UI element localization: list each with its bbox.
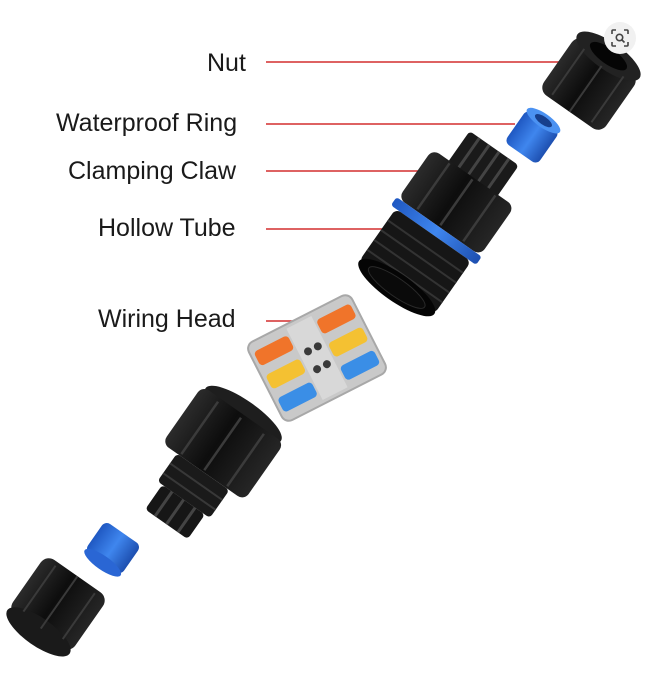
label-wiring-head: Wiring Head bbox=[98, 305, 236, 333]
label-waterproof-ring: Waterproof Ring bbox=[56, 109, 238, 137]
lower-nut-part bbox=[6, 558, 105, 657]
waterproof-ring-part bbox=[506, 107, 561, 163]
lower-waterproof-ring-part bbox=[84, 522, 139, 577]
label-clamping-claw: Clamping Claw bbox=[68, 157, 237, 185]
hollow-tube-part bbox=[358, 132, 518, 317]
lower-body-part bbox=[146, 385, 282, 538]
clamping-claw-part bbox=[448, 132, 518, 197]
wiring-head-part bbox=[247, 294, 387, 422]
nut-part bbox=[542, 31, 641, 130]
visual-search-button[interactable] bbox=[604, 22, 636, 54]
label-nut: Nut bbox=[207, 49, 246, 77]
image-search-icon bbox=[611, 29, 629, 47]
label-hollow-tube: Hollow Tube bbox=[98, 214, 236, 242]
